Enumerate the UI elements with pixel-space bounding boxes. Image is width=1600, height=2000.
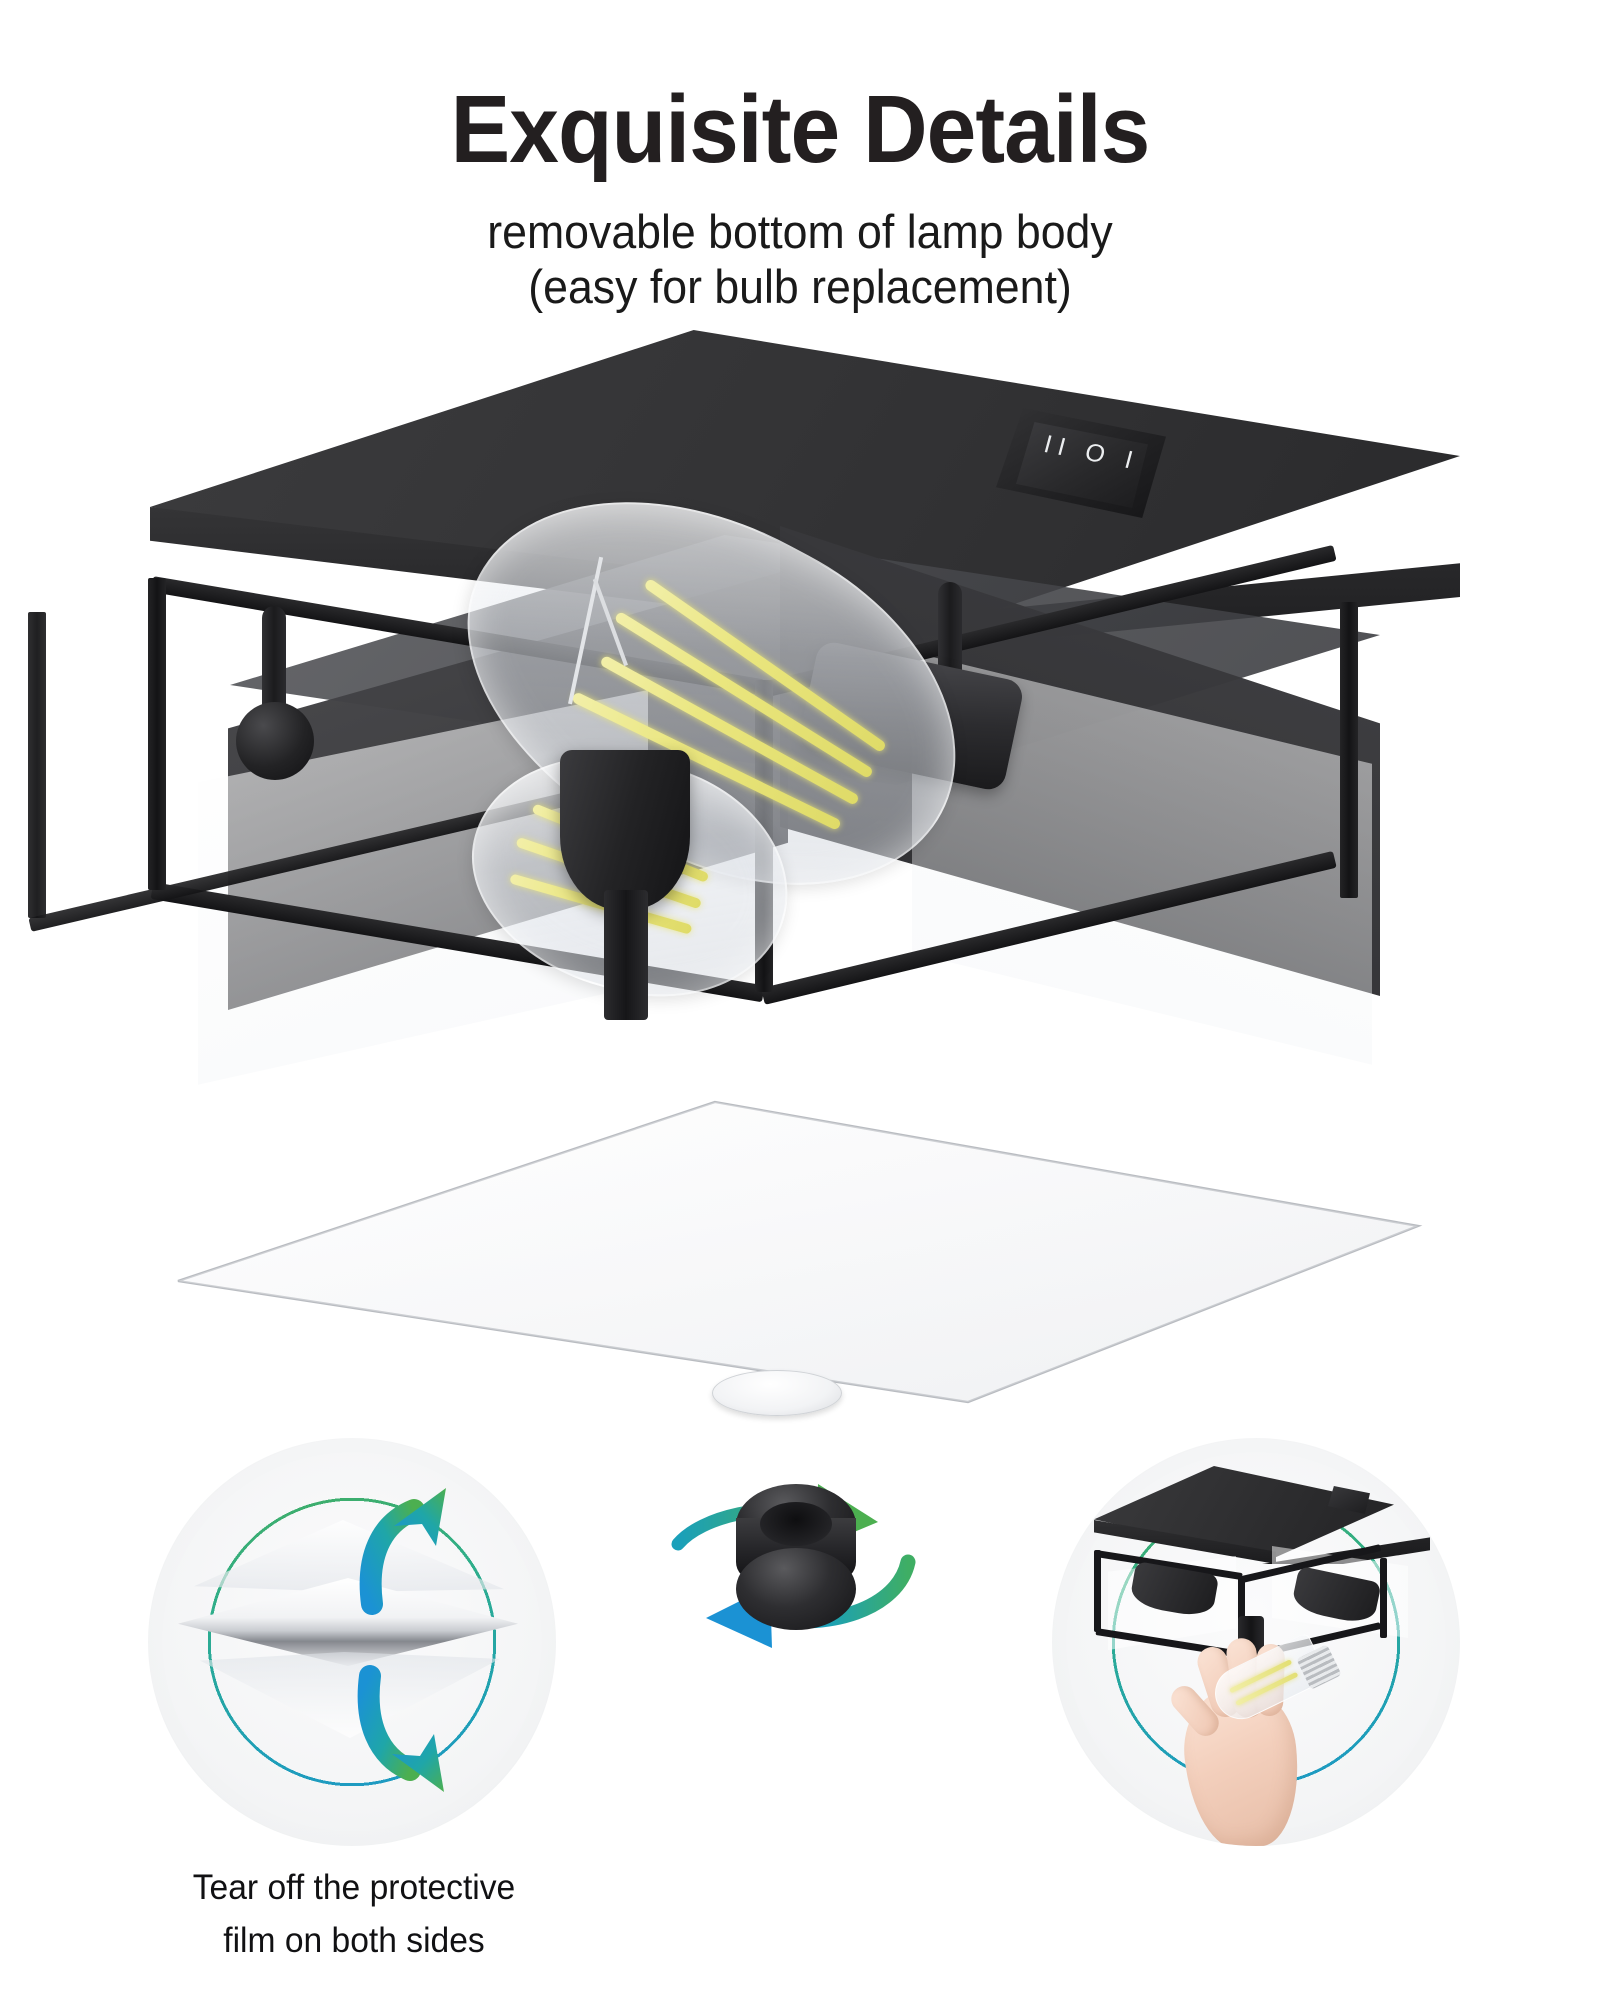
arrow-down-head-icon <box>392 1734 444 1792</box>
frame-post-right <box>1340 602 1358 898</box>
arrow-up-head-icon <box>394 1488 446 1546</box>
step-1-arrows <box>357 1488 446 1792</box>
glass-panel-center-hole <box>712 1370 842 1416</box>
frame-post-left <box>148 578 166 890</box>
arrow-up-icon <box>359 1499 425 1615</box>
mini-post-right <box>1380 1558 1387 1638</box>
header: Exquisite Details removable bottom of la… <box>0 0 1600 315</box>
step-unscrew-ring <box>640 1466 960 1696</box>
subtitle-line-2: (easy for bulb replacement) <box>528 260 1072 314</box>
mini-post-left <box>1094 1550 1101 1632</box>
instruction-steps: Tear off the protective film on both sid… <box>0 1430 1600 2000</box>
step-1-caption-line-1: Tear off the protective <box>192 1868 516 1907</box>
page-title: Exquisite Details <box>450 76 1151 183</box>
lock-ring-bottom <box>736 1548 856 1630</box>
step-1-caption: Tear off the protective film on both sid… <box>114 1862 594 1967</box>
subtitle-line-1: removable bottom of lamp body <box>487 205 1113 258</box>
bulb-filament <box>1235 1671 1299 1707</box>
arrow-down-icon <box>357 1665 421 1781</box>
step-1-caption-line-2: film on both sides <box>223 1920 485 1960</box>
frame-post-back <box>28 612 46 918</box>
mini-canopy-top <box>1094 1466 1394 1558</box>
bulb-socket-center <box>560 750 690 910</box>
page-subtitle: removable bottom of lamp body (easy for … <box>40 204 1560 315</box>
socket-center-stem <box>604 890 648 1020</box>
lock-ring-hole <box>760 1502 832 1546</box>
hero-product-illustration: II O I <box>0 330 1600 1440</box>
lamp-body: II O I <box>0 330 1600 1440</box>
socket-knob-left <box>236 702 314 780</box>
